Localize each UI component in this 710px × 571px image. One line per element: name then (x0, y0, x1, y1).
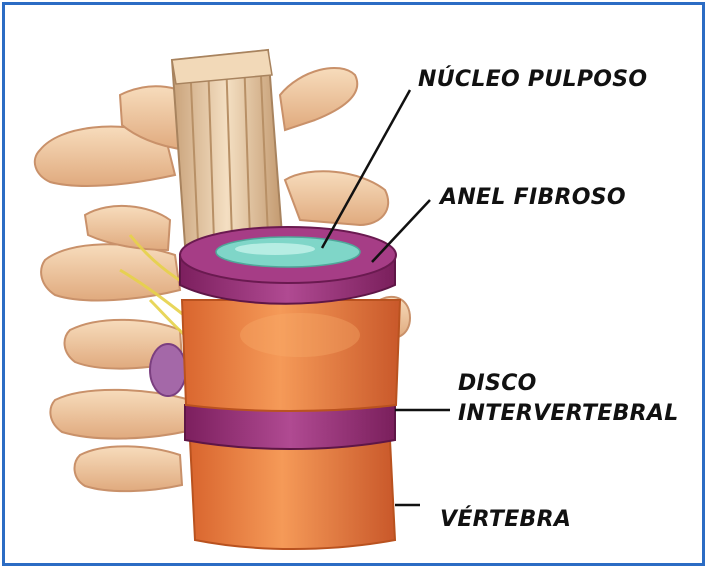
lower-vertebra-body (190, 440, 395, 549)
top-disc (180, 227, 396, 304)
label-disco-line2: INTERVERTEBRAL (458, 400, 679, 428)
label-nucleo-pulposo: NÚCLEO PULPOSO (418, 66, 647, 94)
ganglion (150, 344, 186, 396)
label-vertebra: VÉRTEBRA (440, 506, 571, 534)
spinal-cord (172, 50, 282, 245)
label-anel-fibroso: ANEL FIBROSO (440, 184, 626, 212)
label-disco-line1: DISCO (458, 370, 537, 398)
